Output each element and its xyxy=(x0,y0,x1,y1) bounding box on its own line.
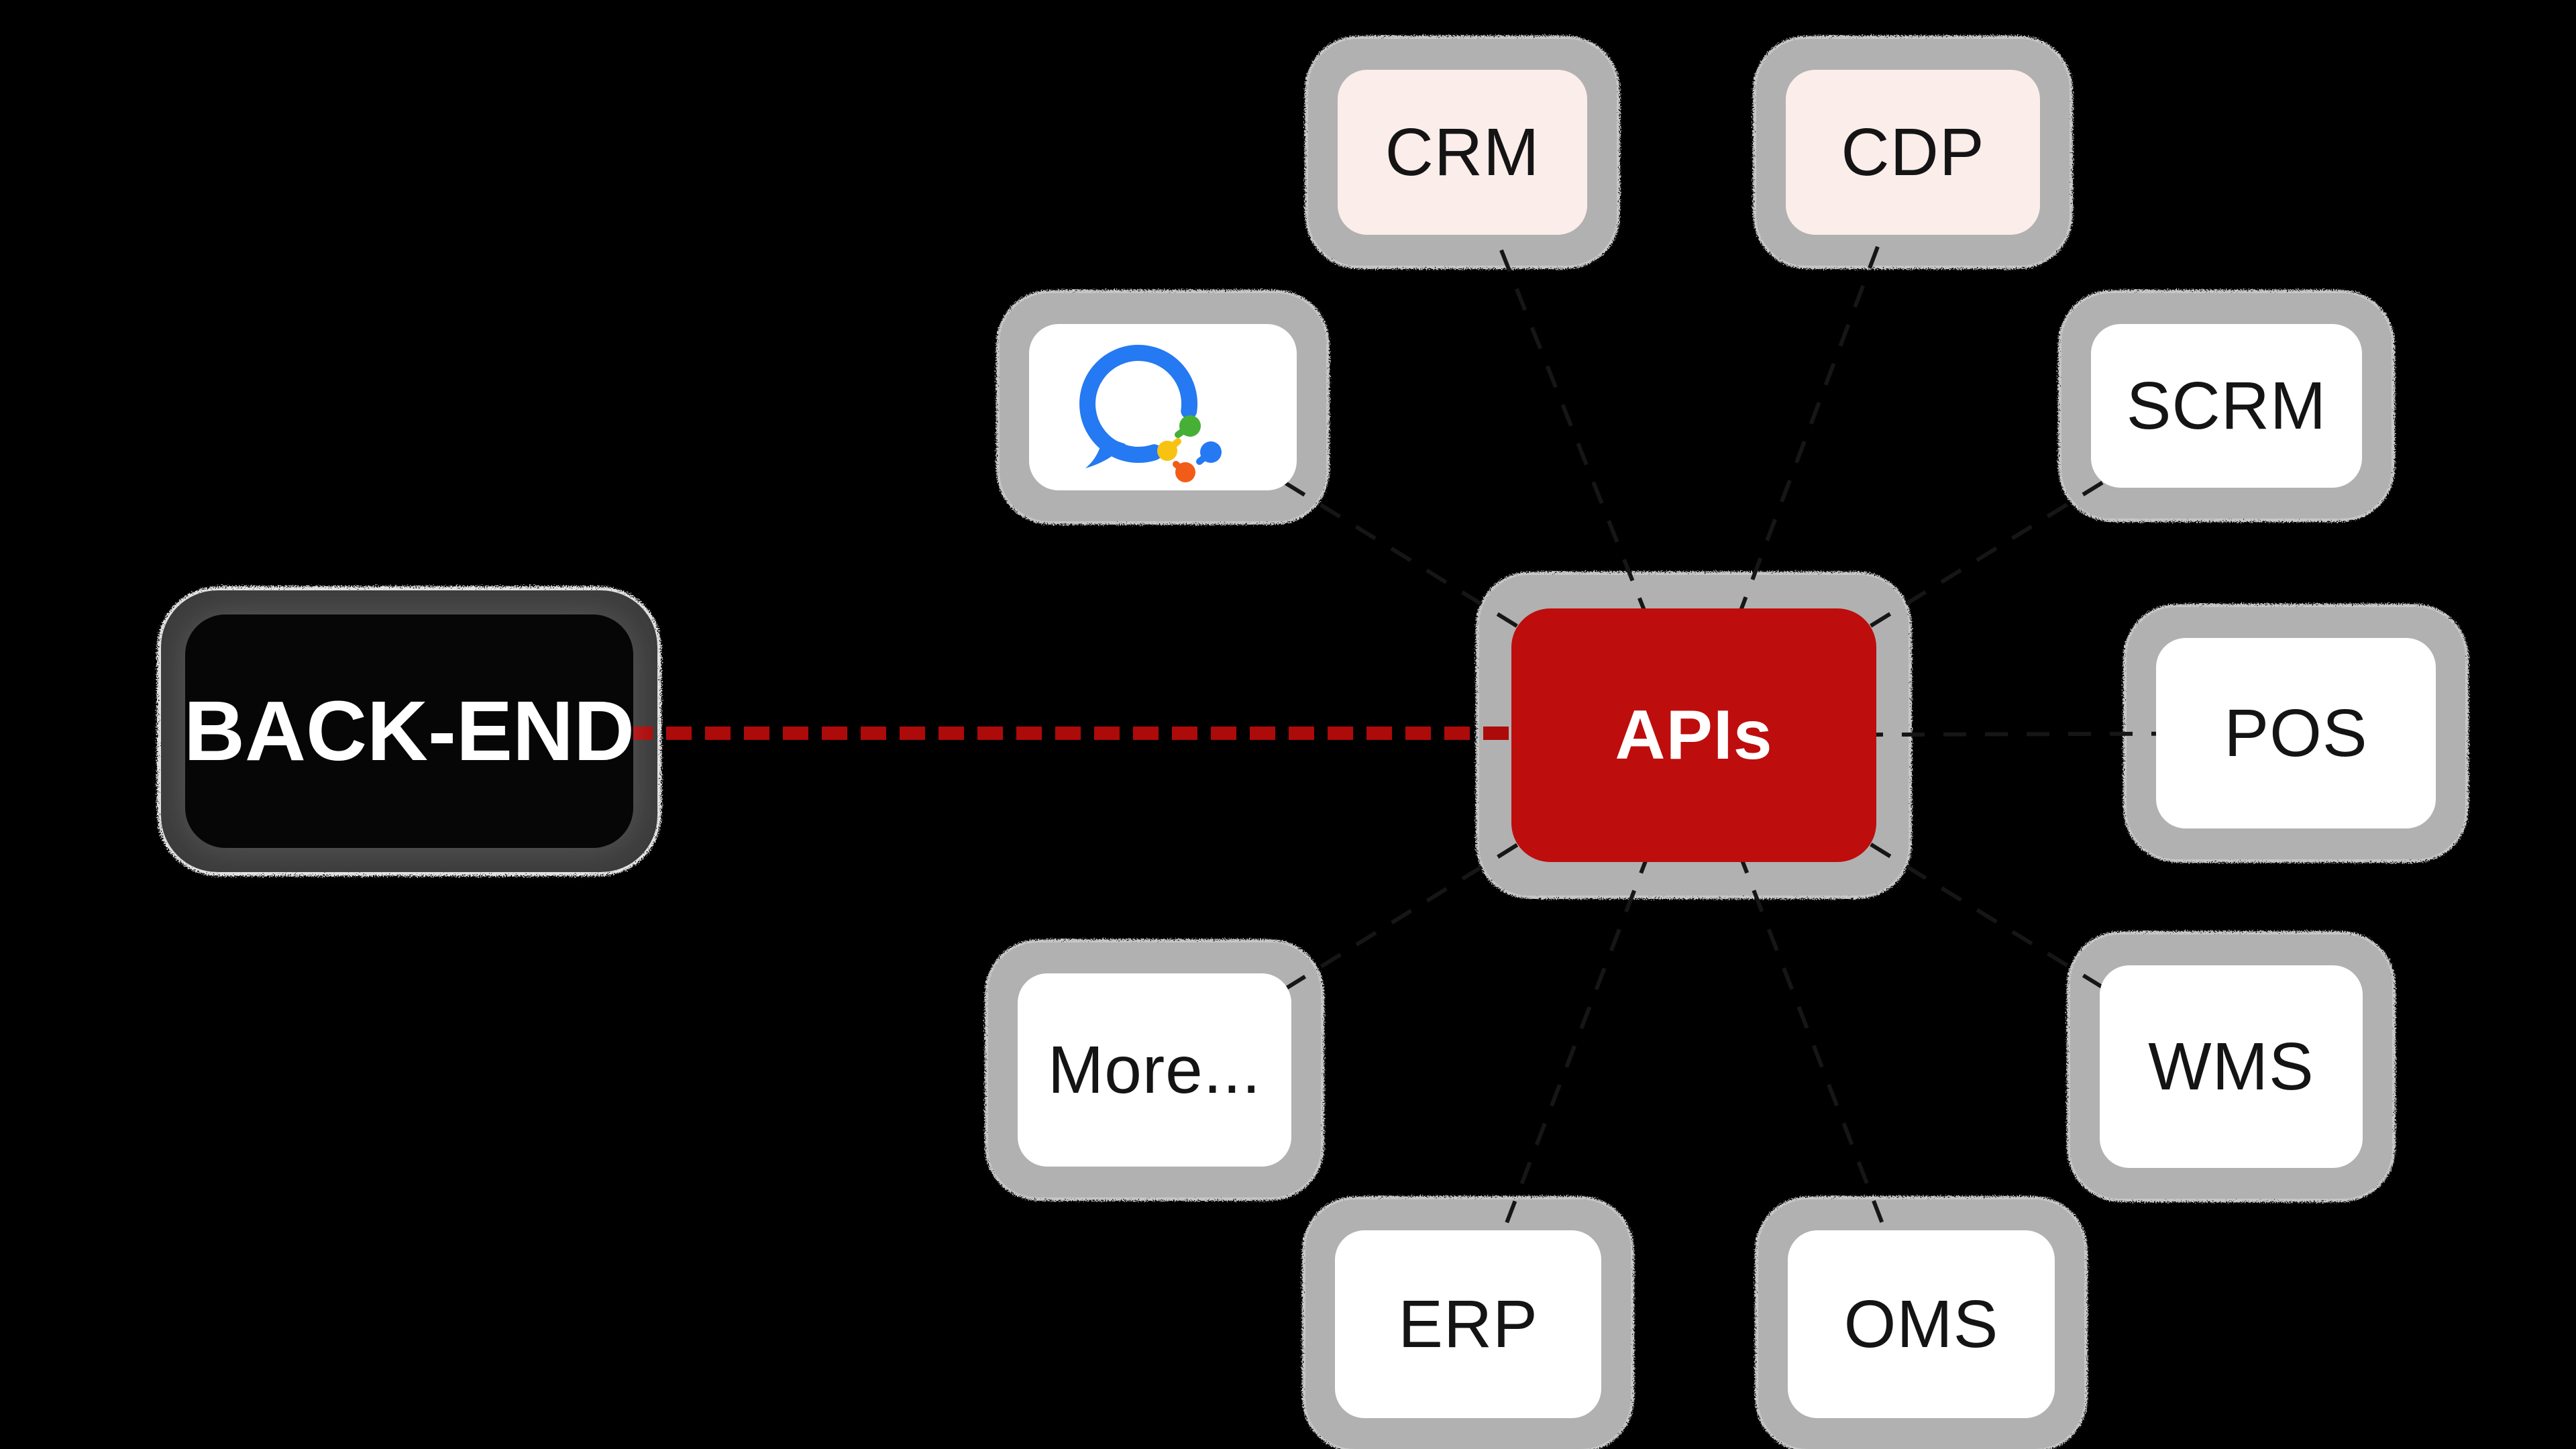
node-pos: POS xyxy=(2127,607,2465,859)
node-backend-card: BACK-END xyxy=(184,614,635,848)
node-wms-label: WMS xyxy=(2148,1029,2314,1104)
node-crm-label: CRM xyxy=(1385,115,1540,190)
node-backend: BACK-END xyxy=(161,590,657,872)
node-oms: OMS xyxy=(1758,1199,2084,1449)
node-crm-card: CRM xyxy=(1338,70,1587,235)
node-more-label: More... xyxy=(1047,1032,1262,1108)
node-scrm-card: SCRM xyxy=(2091,324,2362,488)
node-oms-card: OMS xyxy=(1788,1230,2055,1418)
node-apis: APIs xyxy=(1479,575,1909,896)
node-wms: WMS xyxy=(2070,934,2392,1199)
node-erp-card: ERP xyxy=(1335,1230,1601,1418)
node-backend-label: BACK-END xyxy=(184,684,635,778)
node-more-card: More... xyxy=(1018,973,1291,1167)
node-crm: CRM xyxy=(1308,39,1617,266)
node-scrm: SCRM xyxy=(2061,293,2392,519)
node-cdp-label: CDP xyxy=(1841,115,1985,190)
node-scrm-label: SCRM xyxy=(2126,368,2327,443)
node-pos-label: POS xyxy=(2224,696,2368,771)
node-pos-card: POS xyxy=(2156,638,2436,828)
node-apis-label: APIs xyxy=(1615,696,1773,774)
node-wecom-card xyxy=(1029,324,1297,490)
node-wecom xyxy=(1000,293,1326,521)
node-erp-label: ERP xyxy=(1398,1287,1538,1362)
node-erp: ERP xyxy=(1305,1199,1631,1449)
node-apis-card: APIs xyxy=(1511,608,1876,862)
node-wms-card: WMS xyxy=(2100,965,2363,1168)
node-cdp: CDP xyxy=(1756,39,2070,266)
wecom-logo-icon xyxy=(1079,345,1222,482)
node-oms-label: OMS xyxy=(1843,1287,1999,1362)
node-cdp-card: CDP xyxy=(1786,70,2040,235)
node-more: More... xyxy=(988,943,1321,1197)
